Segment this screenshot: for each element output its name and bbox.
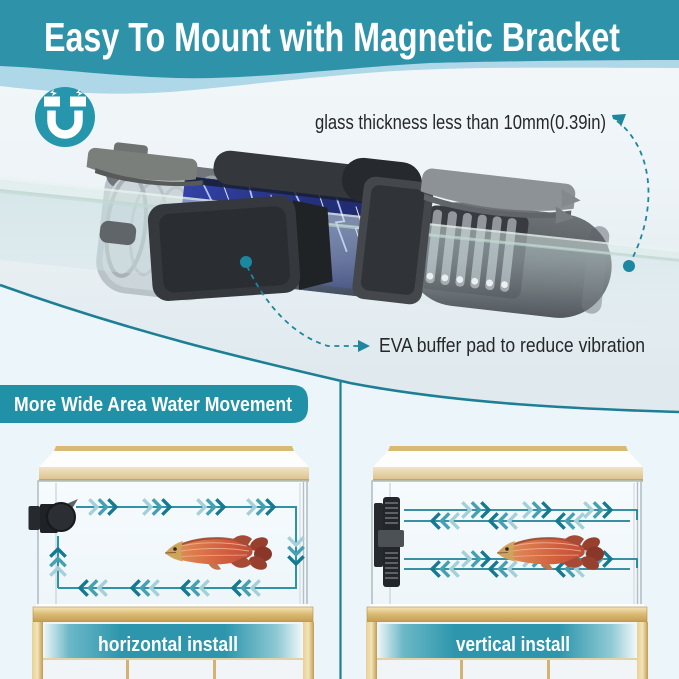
svg-text:vertical install: vertical install <box>456 634 570 656</box>
svg-text:horizontal install: horizontal install <box>98 634 238 656</box>
svg-text:More Wide Area Water Movement: More Wide Area Water Movement <box>14 394 292 416</box>
svg-text:Easy To Mount with Magnetic Br: Easy To Mount with Magnetic Bracket <box>44 14 620 60</box>
svg-text:EVA buffer pad to reduce vibra: EVA buffer pad to reduce vibration <box>379 335 645 357</box>
svg-text:glass thickness less than 10mm: glass thickness less than 10mm(0.39in) <box>315 112 606 134</box>
